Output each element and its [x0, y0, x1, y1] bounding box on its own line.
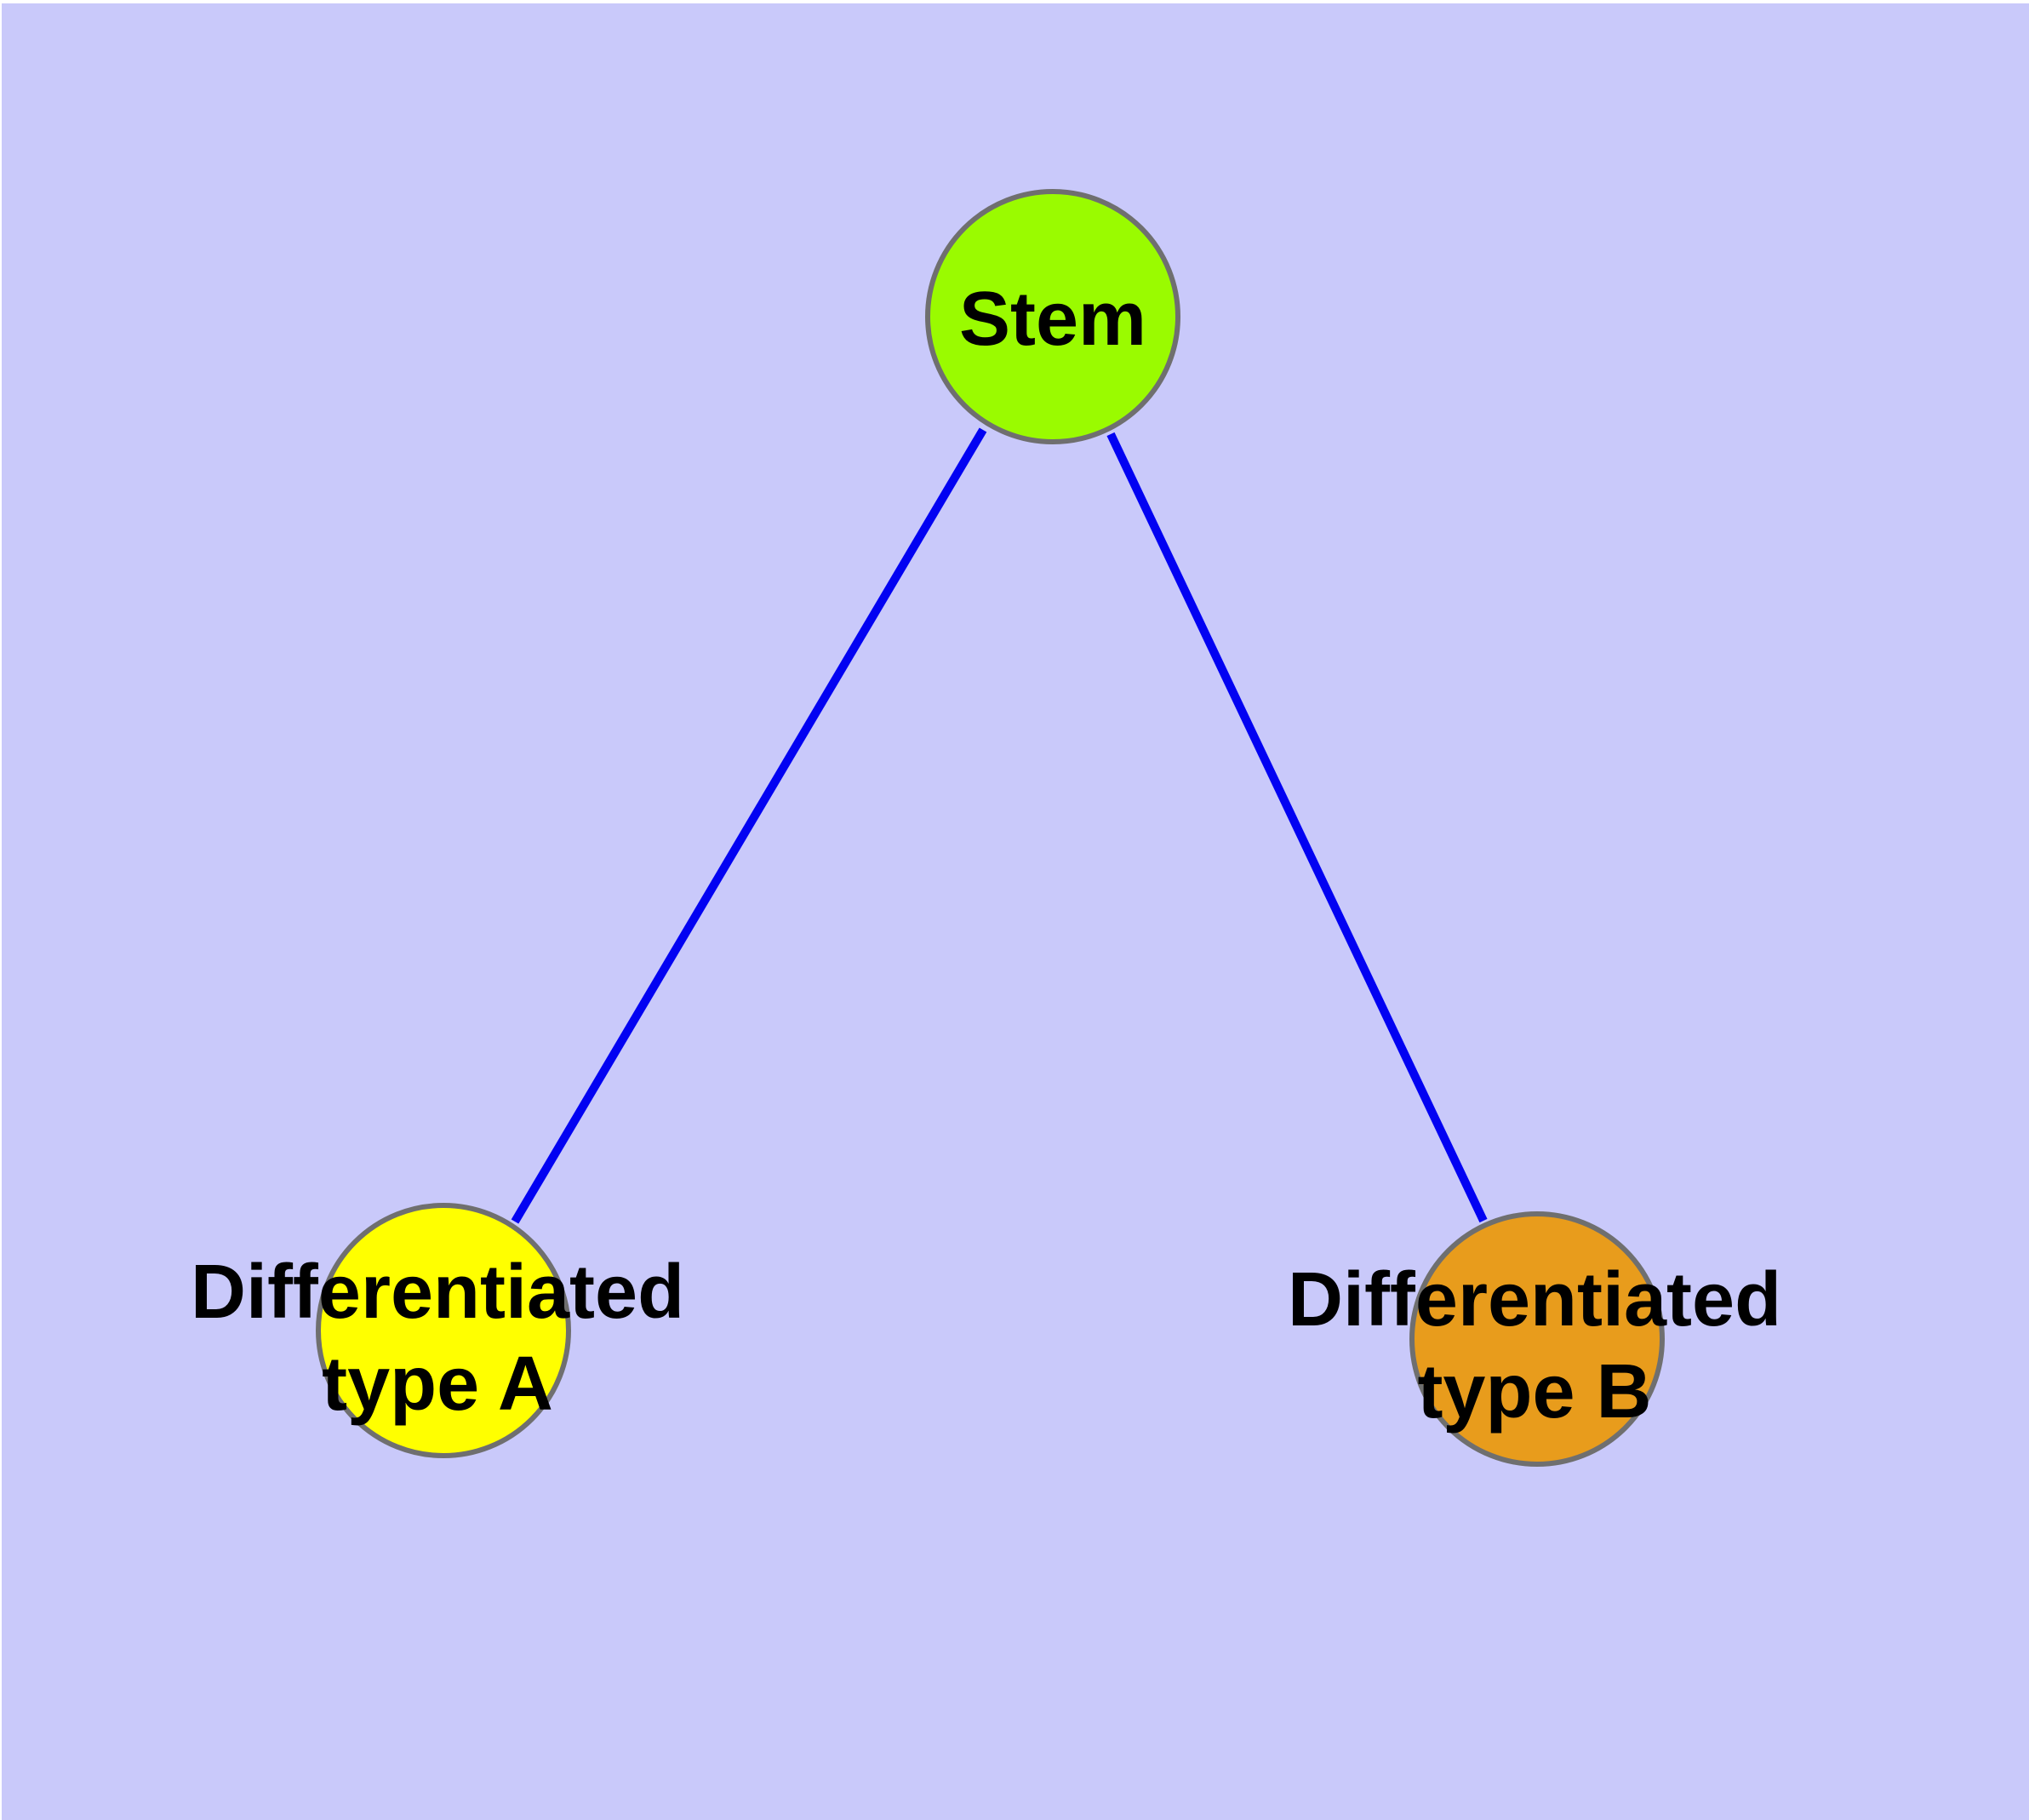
- node-stem: [925, 189, 1180, 444]
- node-type-b-label-line1: Differentiated: [1287, 1257, 1782, 1342]
- node-type-a-label: Differentiated type A: [191, 1246, 684, 1430]
- edge-stem-to-type-a: [511, 427, 987, 1224]
- node-differentiated-type-a: [316, 1203, 571, 1458]
- edge-stem-to-type-b: [1106, 432, 1488, 1223]
- node-type-a-label-line1: Differentiated: [190, 1250, 685, 1335]
- node-type-b-label: Differentiated type B: [1288, 1254, 1781, 1438]
- edges-layer: [511, 427, 1488, 1224]
- node-stem-label: Stem: [959, 273, 1146, 365]
- node-stem-label-text: Stem: [958, 277, 1147, 362]
- node-differentiated-type-b: [1409, 1211, 1665, 1467]
- diagram-canvas: Stem Differentiated type A Differentiate…: [2, 3, 2029, 1820]
- node-type-a-label-line2: type A: [322, 1342, 553, 1427]
- node-type-b-label-line2: type B: [1417, 1349, 1652, 1434]
